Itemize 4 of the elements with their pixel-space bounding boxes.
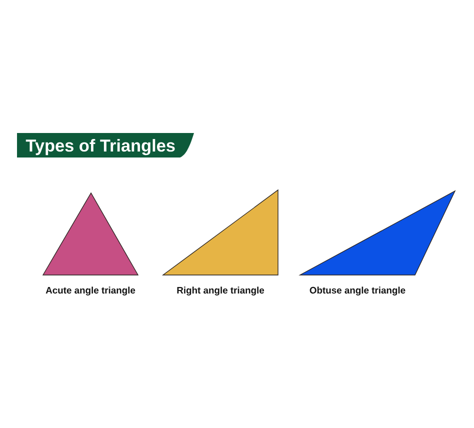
title-banner: Types of Triangles	[17, 133, 194, 158]
node-label: Right angle triangle	[177, 286, 264, 296]
node-label: Acute angle triangle	[46, 286, 136, 296]
node-label: Obtuse angle triangle	[310, 286, 406, 296]
